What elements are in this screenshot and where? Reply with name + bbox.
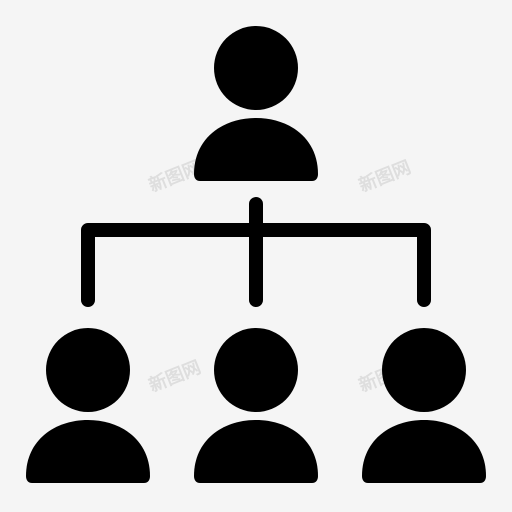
top-person-body xyxy=(194,118,318,181)
bottom-center-person-icon xyxy=(194,328,318,483)
bottom-right-person-head xyxy=(382,328,466,412)
connector-lines xyxy=(81,197,431,307)
bottom-center-person-head xyxy=(214,328,298,412)
bottom-right-person-icon xyxy=(362,328,486,483)
top-person-head xyxy=(214,26,298,110)
bottom-center-person-body xyxy=(194,420,318,483)
horizontal-branch-line xyxy=(81,223,431,307)
bottom-left-person-icon xyxy=(26,328,150,483)
top-person-icon xyxy=(194,26,318,181)
bottom-left-person-body xyxy=(26,420,150,483)
bottom-left-person-head xyxy=(46,328,130,412)
watermark-text: 新图网 xyxy=(356,156,414,197)
watermark-text: 新图网 xyxy=(146,356,204,397)
bottom-right-person-body xyxy=(362,420,486,483)
